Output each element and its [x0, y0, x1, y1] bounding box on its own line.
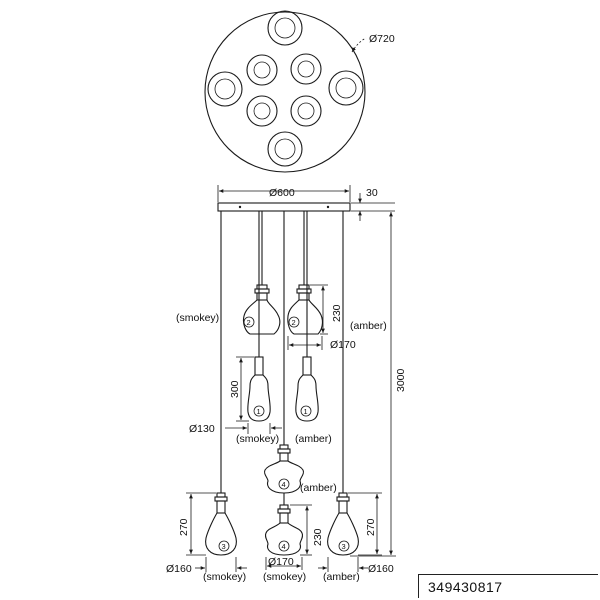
- lamp-3-height-right-label: 270: [365, 518, 377, 536]
- top-view-lamp-inner-3: [246, 95, 278, 127]
- canopy-diameter-label: Ø720: [369, 33, 395, 45]
- lamp-3-right: 3: [327, 492, 359, 556]
- lamp-4-finish-low: (smokey): [263, 571, 306, 583]
- lamp-4-center-lower: 4: [264, 493, 304, 556]
- top-view-lamp-inner-2: [290, 53, 322, 85]
- plate-height-label: 30: [366, 187, 378, 199]
- lamp-2-right: 2: [287, 284, 323, 335]
- lamp-number-4-upper: 4: [282, 480, 286, 489]
- top-view-lamp-inner-4: [290, 95, 322, 127]
- lamp-3-width-right-label: Ø160: [368, 563, 394, 575]
- product-code: 349430817: [418, 574, 598, 598]
- lamp-number-1-right: 1: [304, 407, 308, 416]
- lamp-1-width-label: Ø130: [189, 423, 215, 435]
- plate-diameter-label: Ø600: [269, 187, 295, 199]
- lamp-3-height-left-label: 270: [178, 518, 190, 536]
- suspension-cables: [220, 211, 344, 493]
- lamp-1-right: 1: [295, 356, 319, 422]
- top-view-lamp-top: [267, 10, 303, 46]
- ceiling-plate: [217, 202, 351, 212]
- lamp-3-finish-right: (amber): [323, 571, 360, 583]
- canopy-top-view: Ø720: [204, 10, 395, 173]
- top-view-lamp-bottom: [267, 131, 303, 167]
- lamp-number-2-left: 2: [247, 318, 251, 327]
- lamp-4-center-upper: 4: [264, 444, 304, 494]
- lamp-number-3-right: 3: [342, 542, 346, 551]
- total-height-label: 3000: [395, 368, 407, 392]
- lamp-number-3-left: 3: [222, 542, 226, 551]
- lamp-4-width-label: Ø170: [268, 556, 294, 568]
- lamp-1-finish-left: (smokey): [236, 433, 279, 445]
- lamp-number-2-right: 2: [292, 318, 296, 327]
- lamp-3-finish-left: (smokey): [203, 571, 246, 583]
- top-view-lamp-left: [207, 71, 243, 107]
- lamp-number-1-left: 1: [257, 407, 261, 416]
- lamp-1-finish-right: (amber): [295, 433, 332, 445]
- lamp-3-width-left-label: Ø160: [166, 563, 192, 575]
- side-view: Ø600 30 3000 2: [166, 185, 407, 583]
- lamp-3-left: 3: [205, 492, 237, 556]
- lamp-2-finish-right: (amber): [350, 320, 387, 332]
- lamp-1-left: 1: [247, 356, 271, 422]
- lamp-2-height-label: 230: [331, 304, 343, 322]
- lamp-number-4-lower: 4: [282, 542, 286, 551]
- lamp-2-finish-left: (smokey): [176, 312, 219, 324]
- lamp-1-height-label: 300: [229, 380, 241, 398]
- lamp-4-finish-mid: (amber): [300, 482, 337, 494]
- lamp-2-left: 2: [242, 284, 281, 335]
- lamp-2-width-label: Ø170: [330, 339, 356, 351]
- lamp-4-height-label: 230: [312, 528, 324, 546]
- top-view-lamp-right: [328, 70, 364, 106]
- top-view-lamp-inner-1: [246, 54, 278, 86]
